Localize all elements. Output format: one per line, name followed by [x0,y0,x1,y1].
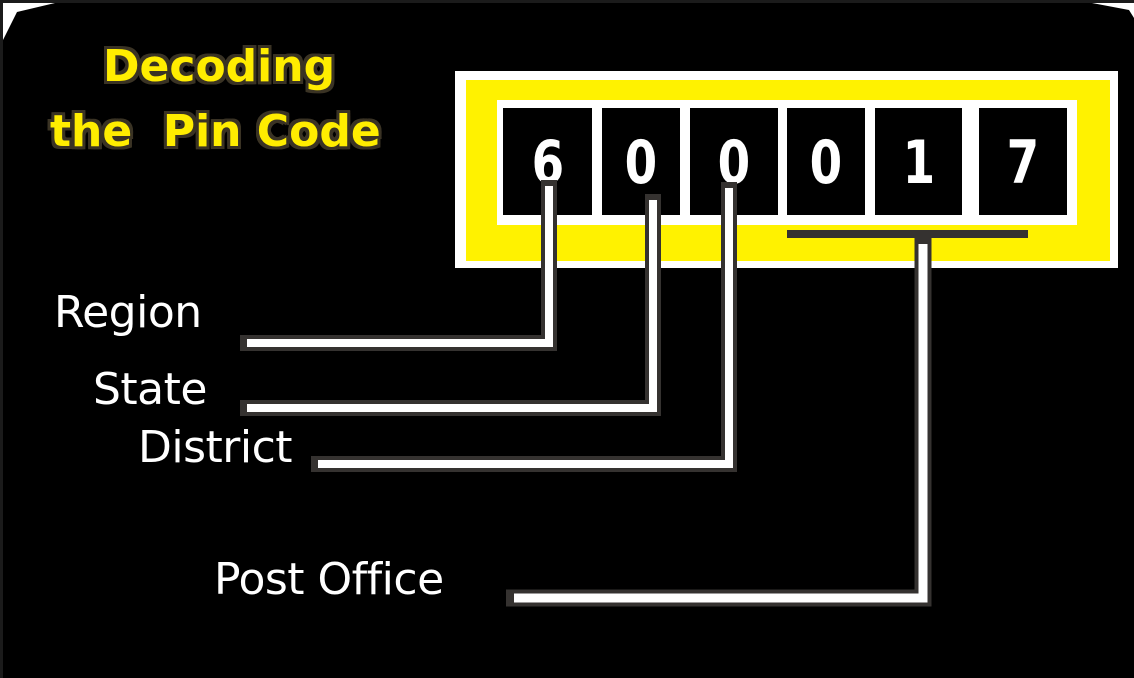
digit-cell-5: 1 [875,108,962,215]
digit-6: 7 [1006,127,1040,198]
label-state: State [93,364,207,415]
connector-district [311,182,737,472]
connector-post-office [506,236,932,607]
corner-top-left [3,3,55,40]
label-region: Region [54,287,202,338]
title-line-2: the Pin Code [50,106,381,157]
digit-cell-4: 0 [787,108,865,215]
post-office-group-bar [787,230,1028,238]
connector-state [240,194,661,416]
digit-5: 1 [902,127,935,198]
label-post-office: Post Office [214,554,444,605]
digit-2: 0 [624,127,658,198]
label-district: District [138,422,293,473]
connector-region [240,180,557,351]
digit-cell-6: 7 [979,108,1067,215]
corner-top-right [1092,3,1134,18]
title-line-1: Decoding [103,41,336,92]
digit-cell-2: 0 [602,108,680,215]
digit-4: 0 [809,127,843,198]
